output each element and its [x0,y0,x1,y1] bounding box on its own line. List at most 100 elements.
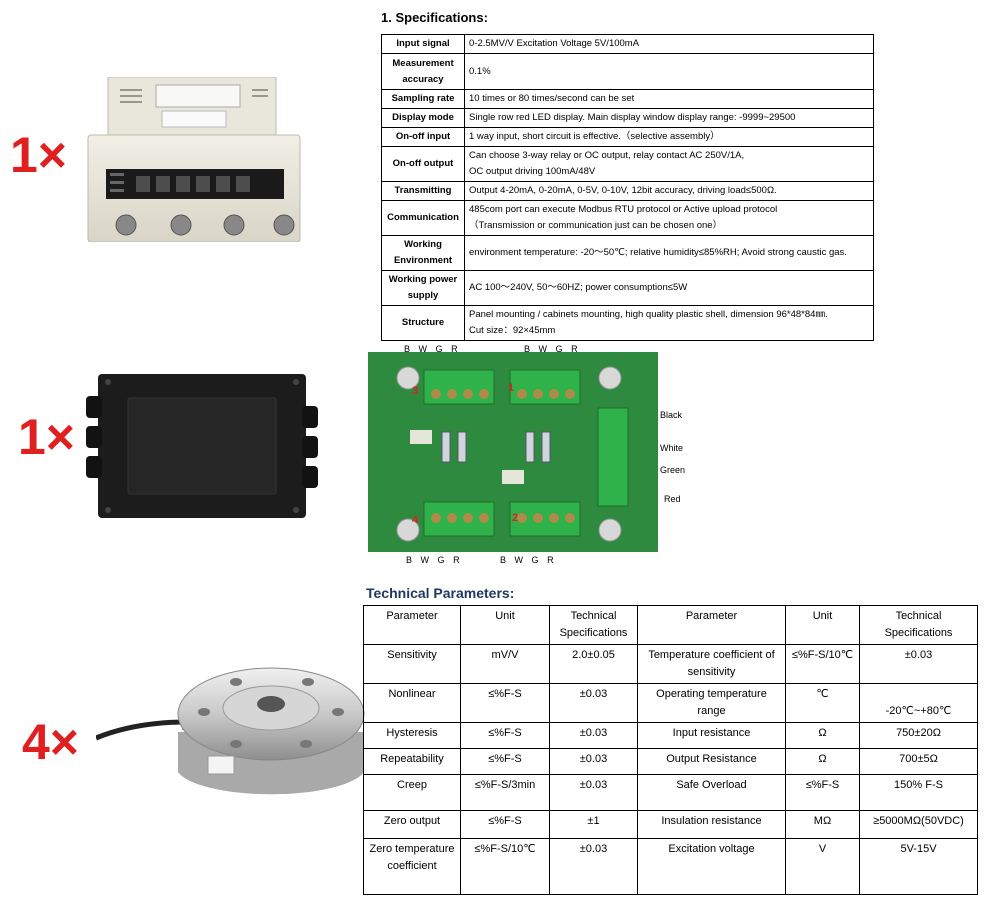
specifications-table: Input signal 0-2.5MV/V Excitation Voltage… [381,34,874,341]
quantity-indicator: 1× [10,127,68,183]
spec-value-line: Cut size：92×45mm [469,325,556,336]
tech-cell-parameter: Nonlinear [363,683,461,723]
header-unit: Unit [460,605,550,645]
tech-cell-unit: ≤%F-S/10℃ [785,644,860,684]
tech-cell-technical-specifications: ±0.03 [549,838,638,895]
weighing-indicator-image [80,76,308,243]
tech-cell-parameter: Output Resistance [637,748,786,775]
tech-cell-unit: ≤%F-S [460,748,550,775]
spec-value-line: 1 way input, short circuit is effective.… [469,131,720,142]
board-number-4: 4 [412,514,419,526]
tech-cell-technical-specifications: 5V-15V [859,838,978,895]
spec-value-line: AC 100～240V, 50～60HZ; power consumption≤… [469,282,688,293]
tech-cell-technical-specifications: 150% F-S [859,774,978,811]
tech-cell-technical-specifications: 750±20Ω [859,722,978,749]
spec-value-line: Can choose 3-way relay or OC output, rel… [469,150,745,161]
spec-key: Display mode [381,108,465,128]
spec-value-line: Panel mounting / cabinets mounting, high… [469,309,828,320]
tech-cell-parameter: Zero temperature coefficient [363,838,461,895]
spec-value-line: （Transmission or communication just can … [469,220,723,231]
tech-cell-unit: MΩ [785,810,860,839]
spec-row: Display mode Single row red LED display. … [381,108,874,128]
spec-value-line: environment temperature: -20～50℃; relati… [469,247,847,258]
tech-cell-parameter: Zero output [363,810,461,839]
tech-cell-parameter: Hysteresis [363,722,461,749]
board-top-left-labels: B W G R [404,344,458,354]
header-parameter: Parameter [637,605,786,645]
spec-value-line: 0.1% [469,65,491,77]
board-wire-label-white: White [660,443,684,453]
tech-cell-unit: ≤%F-S [460,810,550,839]
tech-cell-unit: ≤%F-S/3min [460,774,550,811]
spec-value: 1 way input, short circuit is effective.… [464,127,874,147]
board-wire-label-green: Green [660,465,686,475]
technical-parameters-title: Technical Parameters: [366,585,515,601]
spec-value: Panel mounting / cabinets mounting, high… [464,305,874,341]
board-number-2: 2 [512,512,519,524]
spec-value: Output 4-20mA, 0-20mA, 0-5V, 0-10V, 12bi… [464,181,874,201]
tech-cell-parameter: Creep [363,774,461,811]
tech-cell-unit: ℃ [785,683,860,723]
spec-value: Single row red LED display. Main display… [464,108,874,128]
tech-cell-technical-specifications: 700±5Ω [859,748,978,775]
board-wire-label-black: Black [660,410,683,420]
tech-cell-parameter: Operating temperature range [637,683,786,723]
tech-cell-technical-specifications: ±0.03 [549,774,638,811]
tech-cell-unit: Ω [785,722,860,749]
spec-value: 0-2.5MV/V Excitation Voltage 5V/100mA [464,34,874,54]
spec-key: Structure [381,305,465,341]
tech-header-row: Parameter Unit Technical Specifications … [363,605,978,645]
header-unit: Unit [785,605,860,645]
quantity-load-cell: 4× [22,714,80,770]
tech-cell-technical-specifications: ≥5000MΩ(50VDC) [859,810,978,839]
spec-value: 10 times or 80 times/second can be set [464,89,874,109]
tech-cell-technical-specifications: ±1 [549,810,638,839]
tech-cell-parameter: Safe Overload [637,774,786,811]
quantity-junction-box: 1× [18,409,76,465]
spec-value: 485com port can execute Modbus RTU proto… [464,200,874,236]
spec-value-line: 485com port can execute Modbus RTU proto… [469,204,778,215]
tech-cell-parameter: Input resistance [637,722,786,749]
tech-row: Zero temperature coefficient≤%F-S/10℃±0.… [363,838,978,895]
spec-value-line: 10 times or 80 times/second can be set [469,93,635,104]
tech-cell-parameter: Temperature coefficient of sensitivity [637,644,786,684]
board-number-3: 3 [412,385,419,397]
specifications-title: 1. Specifications: [381,10,488,25]
spec-row: Input signal 0-2.5MV/V Excitation Voltage… [381,34,874,54]
tech-cell-parameter: Repeatability [363,748,461,775]
header-parameter: Parameter [363,605,461,645]
spec-row: Structure Panel mounting / cabinets mount… [381,305,874,341]
tech-cell-unit: Ω [785,748,860,775]
spec-row: Measurement accuracy 0.1% [381,53,874,90]
spec-value: 0.1% [464,53,874,90]
tech-cell-parameter: Excitation voltage [637,838,786,895]
board-number-1: 1 [508,382,515,394]
junction-box-image [86,372,318,520]
spec-value: AC 100～240V, 50～60HZ; power consumption≤… [464,270,874,306]
spec-value-line: 0-2.5MV/V Excitation Voltage 5V/100mA [469,38,640,49]
tech-cell-unit: mV/V [460,644,550,684]
spec-key: Transmitting [381,181,465,201]
board-wire-label-red: Red [664,494,681,504]
tech-cell-unit: ≤%F-S/10℃ [460,838,550,895]
tech-cell-parameter: Insulation resistance [637,810,786,839]
header-technical-specifications: Technical Specifications [859,605,978,645]
spec-key: Input signal [381,34,465,54]
technical-parameters-table: Parameter Unit Technical Specifications … [363,605,978,895]
spec-value-line: OC output driving 100mA/48V [469,166,596,177]
board-bottom-left-labels: B W G R [406,555,460,565]
pcb-board: B W G R B W G R B W G R B W G R Black Wh… [362,342,688,570]
spec-value-line: Single row red LED display. Main display… [469,112,796,123]
spec-key: Measurement accuracy [381,53,465,90]
spec-value: Can choose 3-way relay or OC output, rel… [464,146,874,182]
spec-value: environment temperature: -20～50℃; relati… [464,235,874,271]
